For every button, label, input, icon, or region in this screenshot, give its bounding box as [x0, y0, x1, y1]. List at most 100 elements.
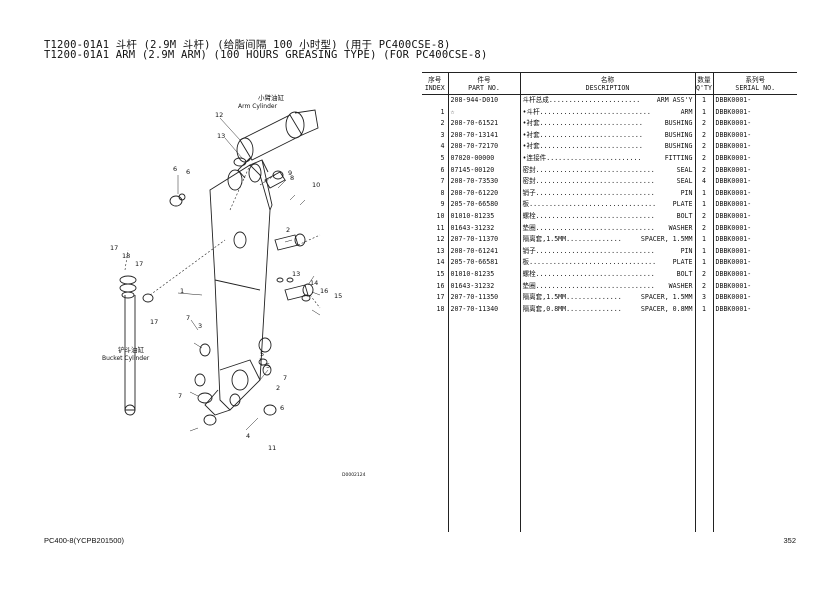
cell-part-no: 07020-00000	[447, 152, 520, 165]
cell-description: •连接件........................FITTING	[519, 152, 695, 165]
cell-description: 销子.............................. PIN	[519, 187, 695, 200]
cell-serial-no: DBBK0001-	[712, 268, 797, 281]
callout-9: 9	[288, 169, 292, 177]
cell-serial-no: DBBK0001-	[712, 210, 797, 223]
footer-model-number: PC400-8(YCPB201500)	[44, 536, 125, 545]
cell-part-no: ☆	[447, 106, 520, 119]
cell-serial-no: DBBK0001-	[712, 106, 797, 119]
cell-part-no: 208-70-61241	[447, 245, 520, 258]
description-cn: •斗杆............................	[522, 107, 651, 116]
description-en: PIN	[680, 188, 693, 197]
cell-part-no: 208-70-72170	[447, 141, 520, 153]
cell-qty: 2	[694, 164, 713, 177]
filler-row	[422, 315, 797, 532]
description-cn: •衬套..........................	[522, 130, 643, 139]
filler-cell	[422, 315, 448, 532]
cell-qty: 2	[694, 280, 713, 293]
cell-index: 10	[436, 211, 445, 220]
cell-description: 垫圈.............................. WASHER	[519, 280, 695, 293]
cell-serial-no: DBBK0001-	[712, 141, 797, 153]
cell-qty: 1	[694, 187, 713, 200]
cell-serial-no: DBBK0001-	[712, 187, 797, 200]
cell-description: 隔离套,0.8MM.............. SPACER, 0.8MM	[519, 303, 695, 316]
callout-17b: 17	[135, 260, 143, 268]
description-cn: 斗杆总成.......................	[522, 96, 641, 104]
callout-17c: 17	[150, 318, 158, 326]
description-cn: •衬套..........................	[522, 142, 643, 151]
cell-qty: 2	[694, 152, 713, 165]
description-en: SEAL	[676, 165, 693, 174]
description-en: BUSHING	[664, 119, 693, 128]
filler-cell	[519, 315, 695, 532]
cell-qty: 1	[694, 245, 713, 258]
description-cn: 销子..............................	[522, 246, 655, 255]
cell-serial-no: DBBK0001-	[712, 292, 797, 304]
description-en: FITTING	[664, 153, 693, 162]
callout-13b: 13	[292, 270, 300, 278]
description-en: WASHER	[668, 281, 693, 290]
cell-qty: 4	[694, 176, 713, 188]
cell-qty: 1	[694, 303, 713, 316]
callout-12: 12	[215, 111, 223, 119]
cell-index: 4	[440, 142, 445, 151]
cell-description: 隔离套,1.5MM..............SPACER, 1.5MM	[519, 234, 695, 246]
arm-cylinder-label-en: Arm Cylinder	[238, 103, 278, 110]
cell-qty: 2	[694, 129, 713, 142]
cell-part-no: 205-70-66581	[447, 257, 520, 269]
description-en: SPACER, 0.8MM	[640, 304, 693, 313]
cell-serial-no: DBBK0001-	[712, 234, 797, 246]
callout-numbers: 12 13 6 6 9 8 10 17 18 17 1 2 13 14 16 1…	[110, 111, 342, 452]
callout-15: 15	[334, 292, 342, 300]
filler-cell	[694, 315, 713, 532]
cell-part-no: 205-70-66580	[447, 199, 520, 211]
cell-serial-no: DBBK0001-	[712, 176, 797, 188]
cell-serial-no: DBBK0001-	[712, 245, 797, 258]
callout-10: 10	[312, 181, 320, 189]
cell-index: 15	[436, 269, 445, 278]
description-cn: 板................................	[522, 200, 657, 209]
callout-16: 16	[320, 287, 328, 295]
cell-part-no: 208-70-73530	[447, 176, 520, 188]
drawing-code: D0002124	[342, 472, 366, 478]
page-number: 352	[783, 536, 796, 545]
cell-index: 11	[436, 223, 445, 232]
cell-description: •衬套..........................BUSHING	[519, 129, 695, 142]
cell-description: 斗杆总成.......................ARM ASS'Y	[519, 94, 695, 107]
description-cn: 隔离套,0.8MM..............	[522, 304, 622, 313]
cell-description: 螺栓..............................BOLT	[519, 268, 695, 281]
description-en: BOLT	[676, 211, 693, 220]
cell-description: 密封..............................SEAL	[519, 176, 695, 188]
description-cn: 密封..............................	[522, 177, 655, 186]
description-en: BUSHING	[664, 142, 693, 151]
cell-qty: 2	[694, 210, 713, 223]
description-cn: 垫圈..............................	[522, 281, 655, 290]
cell-qty: 1	[694, 199, 713, 211]
cell-serial-no: DBBK0001-	[712, 118, 797, 130]
description-cn: 螺栓..............................	[522, 269, 655, 278]
callout-13: 13	[217, 132, 225, 140]
cell-serial-no: DBBK0001-	[712, 303, 797, 316]
description-en: SPACER, 1.5MM	[640, 293, 693, 302]
arm-cylinder-label-cn: 小臂油缸	[258, 93, 285, 102]
callout-6c: 6	[280, 404, 284, 412]
cell-qty: 2	[694, 222, 713, 235]
cell-description: •衬套.......................... BUSHING	[519, 141, 695, 153]
cell-part-no: 207-70-11340	[447, 303, 520, 316]
cell-part-no: 208-70-61521	[447, 118, 520, 130]
description-cn: 销子..............................	[522, 188, 655, 197]
filler-cell	[712, 315, 797, 532]
cell-part-no: 207-70-11370	[447, 234, 520, 246]
cell-index: 9	[440, 200, 445, 209]
